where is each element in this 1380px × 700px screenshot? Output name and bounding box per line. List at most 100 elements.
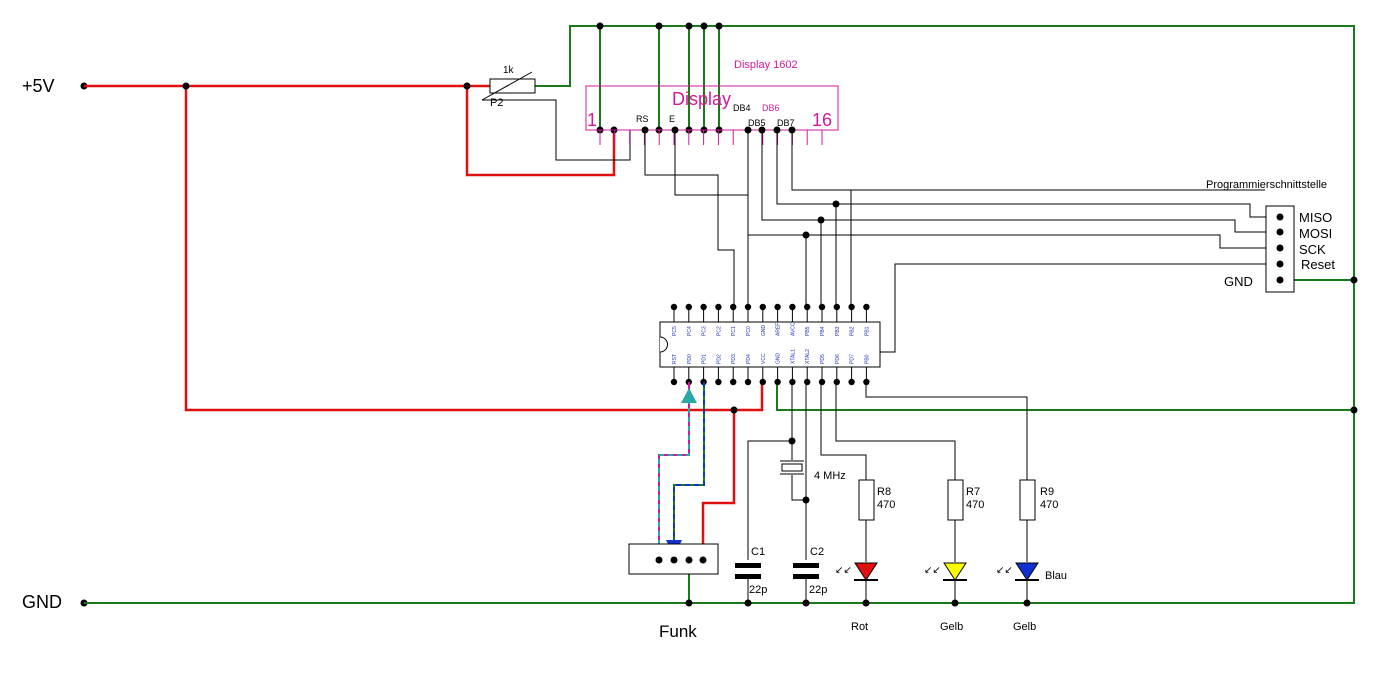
mcu-bottom-pin-dot (804, 378, 811, 386)
display-pin-rs: RS (636, 114, 649, 124)
resistor-r7-name: R7 (966, 486, 980, 498)
capacitor-c2-name: C2 (810, 546, 824, 558)
mcu-top-pin-dot (833, 303, 840, 311)
resistor-r9-icon (1019, 479, 1036, 521)
capacitor-c1-name: C1 (751, 546, 765, 558)
capacitor-c2-value: 22p (809, 584, 827, 596)
potentiometer-name: P2 (490, 97, 503, 109)
display-pin-stubs (599, 130, 823, 145)
display-title: Display 1602 (734, 59, 798, 71)
mcu-bottom-pin-label: XTAL2 (805, 349, 811, 364)
mcu-bottom-pin-dot (744, 378, 752, 386)
mcu-bottom-pin-dot (759, 378, 766, 386)
mcu-top-pin-dot (670, 303, 678, 311)
resistor-r9-name: R9 (1040, 486, 1054, 498)
mcu-bottom-pin-dot (670, 378, 678, 386)
led-blau-side-label: Blau (1045, 570, 1067, 582)
mcu-bottom-pin-dot (833, 378, 840, 386)
resistor-r7-icon (947, 479, 964, 521)
mcu-top-pin-dot (685, 303, 692, 311)
resistor-r8-value: 470 (877, 499, 895, 511)
display-pin-e: E (669, 114, 675, 124)
mcu-bottom-pin-dot (818, 378, 826, 386)
gnd-rail-label: GND (22, 592, 62, 612)
mcu-top-pin-dot (818, 303, 826, 311)
mcu-bottom-pin-dot (848, 378, 855, 386)
capacitor-c1-value: 22p (749, 584, 767, 596)
mcu-bottom-pin-label: PD3 (731, 354, 737, 364)
mcu-top-pin-dot (848, 303, 855, 311)
led-gelb-icon (943, 562, 967, 581)
led-rot-icon (854, 562, 878, 581)
mcu-top-pin-dot (774, 303, 781, 311)
display-pin-db7: DB7 (777, 118, 795, 128)
header-pin-miso: MISO (1299, 210, 1332, 225)
led-blau-label: Gelb (1013, 621, 1036, 633)
mcu-top-pin-dot (863, 303, 870, 311)
mcu-top-pin-label: PC4 (687, 326, 693, 336)
crystal-icon (781, 463, 803, 472)
crystal-label: 4 MHz (814, 470, 846, 482)
header-gnd-label: GND (1224, 274, 1253, 289)
capacitor-c1: C1 22p (735, 546, 767, 607)
mcu-bottom-pin-label: PD2 (716, 354, 722, 364)
mcu-bottom-pin-label: RST (672, 354, 678, 364)
signal-wiring (641, 126, 1280, 353)
vcc-wiring (84, 82, 764, 558)
mcu-top-pin-label: PB2 (850, 326, 856, 336)
mcu-top-pin-label: PC0 (746, 326, 752, 336)
led-blau-emission-icon: ↙↙ (996, 565, 1013, 576)
crystal-circuit: 4 MHz (747, 382, 846, 560)
mcu-top-pin-dot (744, 303, 752, 311)
funk-label: Funk (659, 622, 697, 641)
display-pin-last: 16 (812, 110, 832, 130)
led-gelb-label: Gelb (940, 621, 963, 633)
mcu-top-pin-dot (789, 303, 796, 311)
mcu-top-pin-dot (700, 303, 707, 311)
led-branch-gelb: R7 470 ↙↙ Gelb (835, 382, 984, 633)
resistor-r7-value: 470 (966, 499, 984, 511)
mcu-bottom-pin-dot (730, 378, 737, 386)
led-blau-icon (1015, 562, 1039, 581)
resistor-r8-icon (858, 479, 875, 521)
mcu-top-pin-label: AREF (776, 323, 782, 336)
mcu-top-pin-label: PC2 (716, 326, 722, 336)
programming-header-title: Programmierschnittstelle (1206, 179, 1327, 191)
mcu-top-pin-dot (730, 303, 737, 311)
mcu-top-pin-label: AVCC (790, 322, 796, 336)
led-rot-label: Rot (851, 621, 868, 633)
programming-header: Programmierschnittstelle MISO MOSI SCK R… (1206, 179, 1335, 293)
header-pin-sck: SCK (1299, 242, 1326, 257)
mcu-bottom-pin-dot (715, 378, 722, 386)
mcu-bottom-pin-label: PD5 (820, 354, 826, 364)
led-rot-emission-icon: ↙↙ (835, 565, 852, 576)
mcu-top-pin-label: PB4 (820, 326, 826, 336)
vcc-rail-label: +5V (22, 76, 55, 96)
mcu-top-pin-label: PB5 (805, 326, 811, 336)
funk-module: Funk (628, 382, 719, 641)
mcu-top-pin-dot (715, 303, 722, 311)
resistor-r9-value: 470 (1040, 499, 1058, 511)
mcu-bottom-pin-label: PD4 (746, 354, 752, 364)
mcu-top-pin-label: PB1 (864, 326, 870, 336)
mcu-bottom-pin-label: XTAL1 (790, 349, 796, 364)
mcu-bottom-pin-label: PB0 (864, 354, 870, 364)
capacitor-c2: C2 22p (793, 546, 827, 607)
mcu-top-pin-label: PC5 (672, 326, 678, 336)
mcu-bottom-pin-label: PD6 (835, 354, 841, 364)
mcu-bottom-pin-dot (774, 378, 781, 386)
mcu-bottom-pin-label: VCC (761, 353, 767, 364)
gnd-wiring (84, 22, 1358, 607)
capacitor-c2-icon (793, 563, 819, 568)
mcu-top-pin-label: GND (761, 325, 767, 337)
mcu-top-pin-dot (759, 303, 766, 311)
mcu-top-pin-label: PB3 (835, 326, 841, 336)
mcu-bottom-pin-label: GND (776, 353, 782, 365)
lcd-display: Display 1602 Display 1 16 RS E DB4 DB5 D… (585, 59, 839, 145)
header-pin-mosi: MOSI (1299, 226, 1332, 241)
led-gelb-emission-icon: ↙↙ (924, 565, 941, 576)
led-branch-rot: R8 470 ↙↙ Rot (820, 382, 895, 633)
mcu-bottom-pin-label: PD0 (687, 354, 693, 364)
